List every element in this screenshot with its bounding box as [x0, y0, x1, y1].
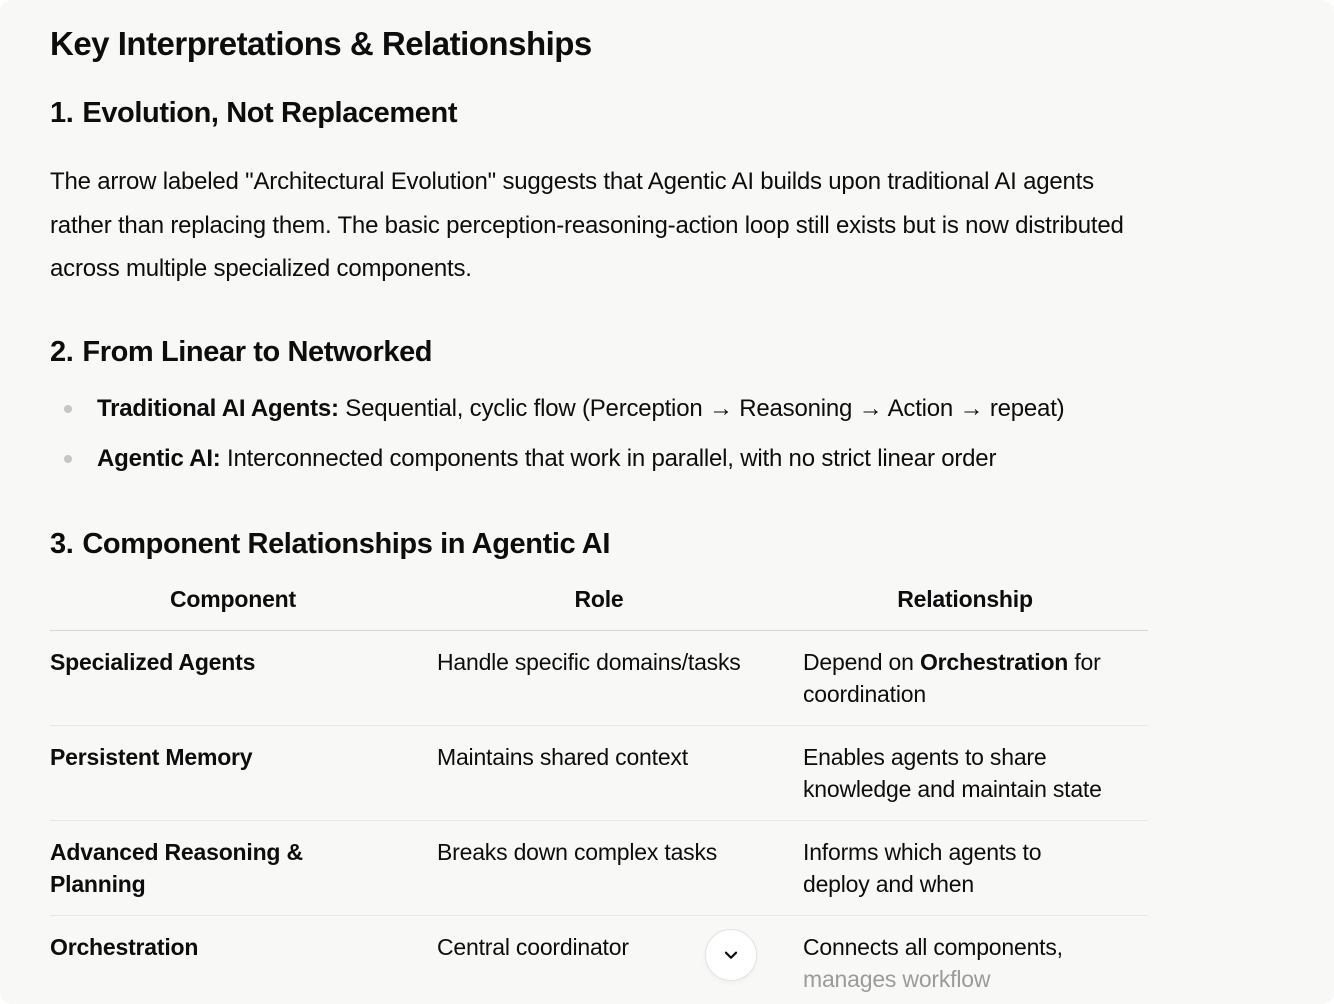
chevron-down-icon: [720, 944, 742, 966]
cell-relationship: Depend on Orchestration for coordination: [782, 630, 1148, 726]
bullet-icon: [64, 404, 72, 413]
bullet-text: Sequential, cyclic flow (Perception → Re…: [338, 394, 1065, 422]
section-number: 2.: [50, 335, 74, 368]
relationship-bold-text: Orchestration: [919, 648, 1069, 675]
table-row: Orchestration Central coordinator Connec…: [50, 915, 1148, 1004]
bullet-text: Interconnected components that work in p…: [220, 444, 997, 472]
bullet-bold-label: Agentic AI:: [97, 444, 221, 472]
cell-relationship: Connects all components, manages workflo…: [782, 915, 1148, 1004]
page-title: Key Interpretations & Relationships: [50, 25, 592, 62]
scroll-to-bottom-button[interactable]: [705, 929, 757, 981]
section-number: 1.: [50, 97, 74, 129]
cell-relationship: Informs which agents to deploy and when: [782, 820, 1148, 916]
cell-role: Breaks down complex tasks: [416, 820, 782, 916]
cell-role: Maintains shared context: [416, 725, 782, 821]
section-heading-linear-networked: 2.From Linear to Networked: [50, 333, 1148, 371]
cell-relationship: Enables agents to share knowledge and ma…: [782, 725, 1148, 821]
table-row: Advanced Reasoning & Planning Breaks dow…: [50, 820, 1148, 916]
relationships-table: Component Role Relationship Specialized …: [50, 585, 1148, 1004]
column-header-relationship: Relationship: [782, 585, 1148, 631]
document-content: Key Interpretations & Relationships 1.Ev…: [0, 24, 1334, 1004]
section-number: 3.: [50, 527, 74, 560]
cell-component: Persistent Memory: [50, 725, 416, 821]
table-header-row: Component Role Relationship: [50, 585, 1148, 631]
cell-component: Advanced Reasoning & Planning: [50, 820, 416, 916]
section-heading-evolution: 1.Evolution, Not Replacement: [50, 94, 1148, 132]
list-item-agentic-ai: Agentic AI: Interconnected components th…: [50, 437, 1148, 480]
relationship-text: for coordination: [803, 648, 1101, 707]
cell-component: Orchestration: [50, 915, 416, 1004]
relationship-faded-text: manages workflow: [803, 965, 991, 992]
comparison-bullet-list: Traditional AI Agents: Sequential, cycli…: [50, 387, 1148, 480]
table-row: Persistent Memory Maintains shared conte…: [50, 725, 1148, 821]
evolution-paragraph: The arrow labeled "Architectural Evoluti…: [50, 168, 1124, 282]
relationship-text: Connects all components,: [803, 933, 1063, 960]
cell-component: Specialized Agents: [50, 630, 416, 726]
cell-role: Handle specific domains/tasks: [416, 630, 782, 726]
bullet-icon: [64, 454, 72, 463]
section-heading-text: Component Relationships in Agentic AI: [82, 527, 611, 560]
table-row: Specialized Agents Handle specific domai…: [50, 630, 1148, 726]
section-heading-component-relationships: 3.Component Relationships in Agentic AI: [50, 525, 1148, 563]
column-header-role: Role: [416, 585, 782, 631]
list-item-traditional-agents: Traditional AI Agents: Sequential, cycli…: [50, 387, 1148, 430]
bullet-bold-label: Traditional AI Agents:: [97, 394, 339, 422]
relationship-text: Depend on: [803, 648, 920, 675]
column-header-component: Component: [50, 585, 416, 631]
section-heading-text: From Linear to Networked: [82, 335, 433, 368]
section-heading-text: Evolution, Not Replacement: [82, 97, 458, 129]
